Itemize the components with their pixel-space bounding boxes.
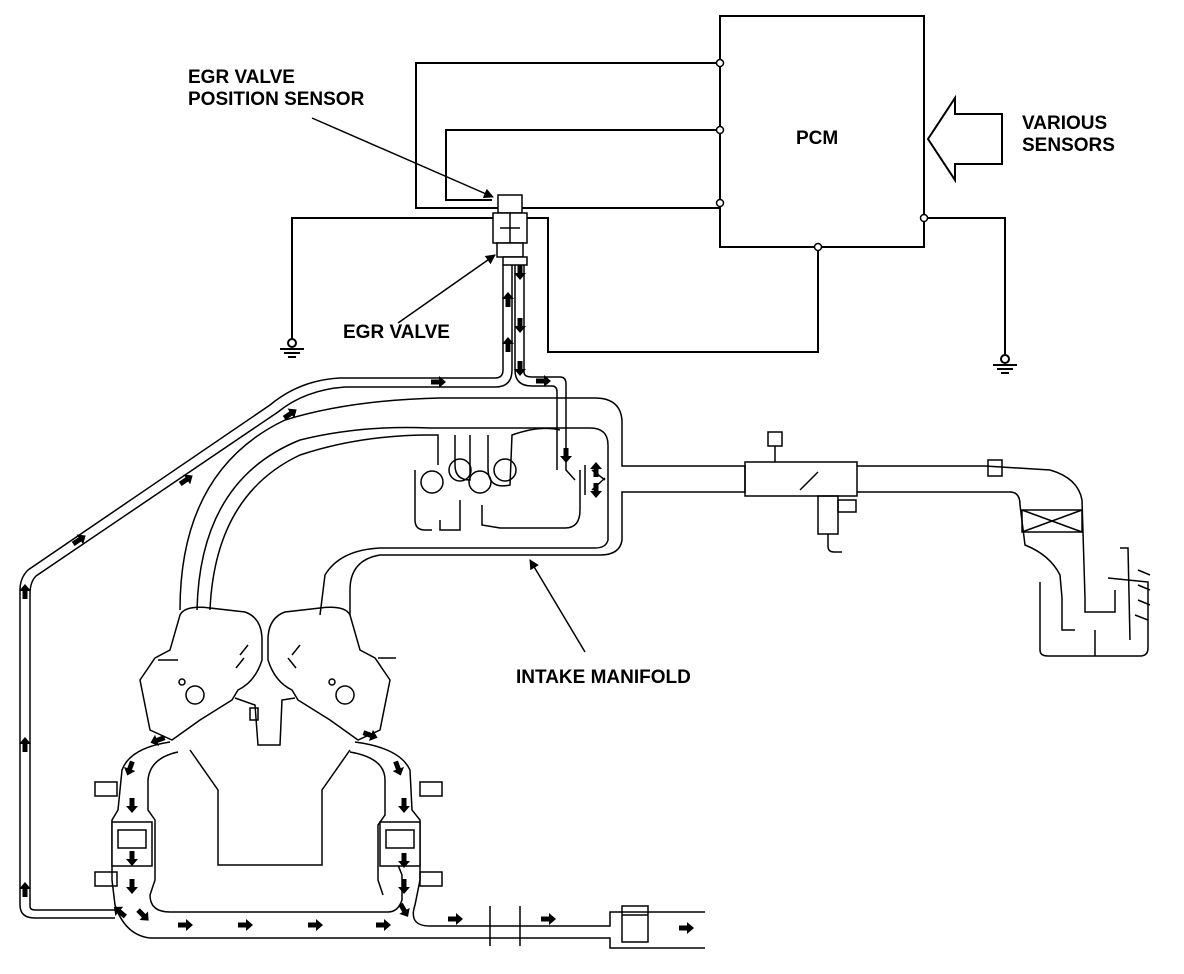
egr-pipe [19,265,576,919]
various-sensors-label-line2: SENSORS [1022,135,1115,156]
egr-valve-label: EGR VALVE [343,322,450,343]
intake-manifold-label: INTAKE MANIFOLD [516,667,691,688]
intake-manifold [179,397,746,616]
engine [139,606,396,866]
egr-sensor-label-line2: POSITION SENSOR [188,89,365,110]
ground-symbol-icon [280,338,304,358]
pcm-terminals [715,58,929,252]
exhaust-system [94,741,705,949]
input-arrow-icon [926,94,1003,184]
pcm-label: PCM [796,128,839,149]
egr-sensor-leader [311,117,494,198]
egr-valve-leader [397,254,496,324]
intake-manifold-leader [529,559,586,653]
egr-sensor-label-line1: EGR VALVE [188,67,295,88]
ground-symbol-icon [993,354,1017,374]
various-sensors-label-line1: VARIOUS [1022,113,1108,134]
air-intake [744,431,1151,657]
pcm-wiring [291,62,1006,356]
pcm-box [719,15,925,248]
egr-valve-assembly [492,194,528,266]
